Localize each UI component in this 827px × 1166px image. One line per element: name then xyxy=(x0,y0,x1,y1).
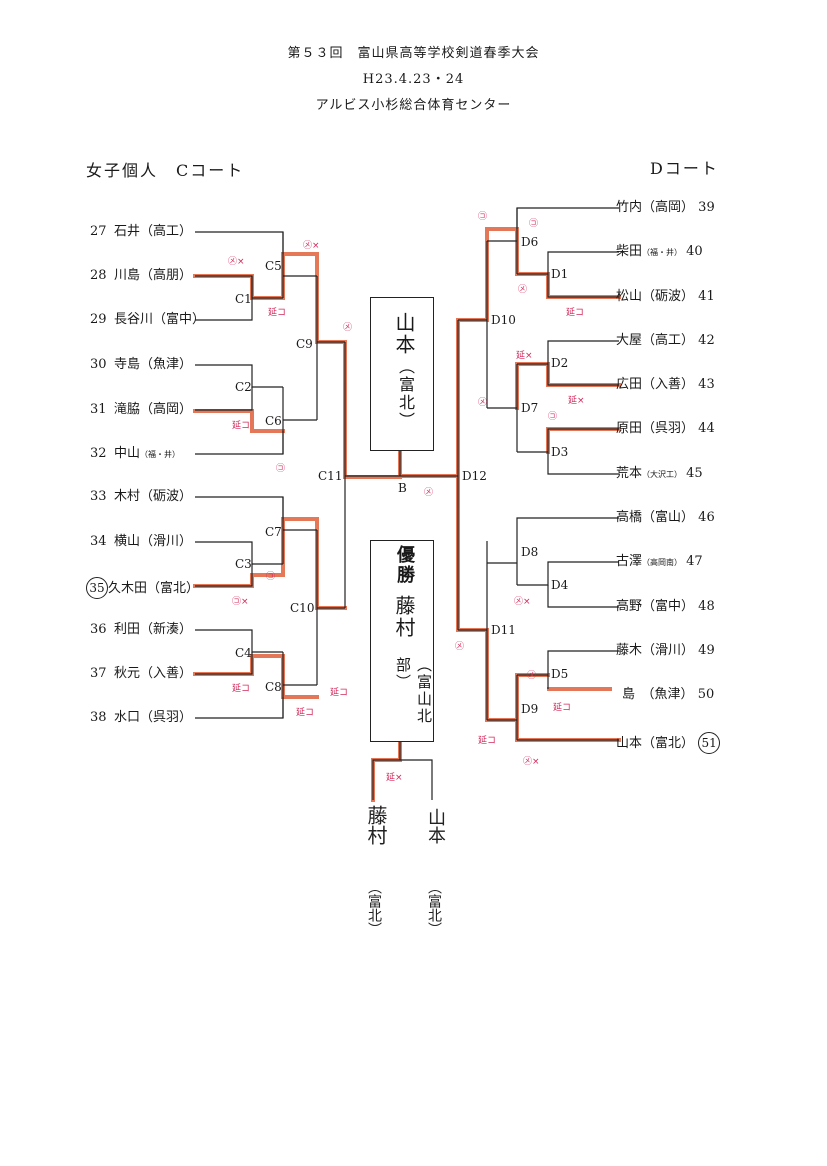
annotation: ㋱ xyxy=(478,398,488,408)
winner-name: 藤村 xyxy=(392,595,416,639)
annotation: ㋱ xyxy=(527,671,537,681)
annotation: 延コ xyxy=(330,688,349,698)
annotation: 延× xyxy=(386,773,403,783)
annotation: ㋙ xyxy=(529,219,539,229)
entry-41: 松山（砺波） 41 xyxy=(616,289,715,304)
bracket-frame xyxy=(195,207,619,800)
final-top-name: 山本 xyxy=(392,312,416,356)
tournament-venue: アルビス小杉総合体育センター xyxy=(315,98,512,113)
match-C2: C2 xyxy=(235,380,252,394)
match-C5: C5 xyxy=(265,259,282,273)
playoff-right-team: （富北） xyxy=(426,880,442,936)
annotation: 延× xyxy=(568,396,585,406)
playoff-left-name: 藤村 xyxy=(364,805,388,845)
match-D6: D6 xyxy=(521,235,539,249)
entry-46: 高橋（富山） 46 xyxy=(616,510,715,525)
match-D10: D10 xyxy=(491,313,516,327)
annotation: 延コ xyxy=(478,736,497,746)
entry-50: 島 （魚津） 50 xyxy=(622,687,715,702)
annotation: ㋱× xyxy=(514,597,531,607)
match-D11: D11 xyxy=(491,623,516,637)
annotation: 延コ xyxy=(232,684,251,694)
final-top-team: （富北） xyxy=(396,358,415,430)
annotation: ㋙ xyxy=(548,412,558,422)
match-C8: C8 xyxy=(265,680,282,694)
annotation: 延× xyxy=(516,351,533,361)
annotation: ㋱ xyxy=(343,323,353,333)
entry-42: 大屋（高工） 42 xyxy=(616,333,715,348)
entry-48: 高野（富中） 48 xyxy=(616,599,715,614)
entry-49: 藤木（滑川） 49 xyxy=(616,643,715,658)
match-C11: C11 xyxy=(318,469,343,483)
winner-team: （富山北部） xyxy=(394,657,433,725)
final-box-top: 山本 （富北） xyxy=(370,297,434,451)
annotation: ㋱× xyxy=(228,257,245,267)
match-D2: D2 xyxy=(551,356,569,370)
annotation: ㋱ xyxy=(518,285,528,295)
annotation: ㋙× xyxy=(232,597,249,607)
entry-47: 古澤（高岡南） 47 xyxy=(616,554,703,569)
playoff-right-name: 山本 xyxy=(425,808,446,844)
annotation: ㋱ xyxy=(424,488,434,498)
tournament-dates: H23.4.23・24 xyxy=(362,72,465,87)
annotation: ㋙ xyxy=(276,464,286,474)
annotation: ㋙ xyxy=(266,572,276,582)
annotation: 延コ xyxy=(268,308,287,318)
match-B: B xyxy=(398,481,407,495)
annotation: 延コ xyxy=(296,708,315,718)
entry-40: 柴田（福・井） 40 xyxy=(616,244,703,259)
match-C7: C7 xyxy=(265,525,282,539)
match-D3: D3 xyxy=(551,445,569,459)
final-box-winner: 優勝 藤村 （富山北部） xyxy=(370,540,434,742)
annotation: 延コ xyxy=(566,308,585,318)
match-D8: D8 xyxy=(521,545,539,559)
match-C4: C4 xyxy=(235,646,252,660)
tournament-title: 第５３回 富山県高等学校剣道春季大会 xyxy=(287,46,540,61)
entry-39: 竹内（高岡） 39 xyxy=(616,200,715,215)
entry-45: 荒本（大沢工） 45 xyxy=(616,466,703,481)
annotation: ㋱× xyxy=(303,241,320,251)
match-C9: C9 xyxy=(296,337,313,351)
entry-51: 山本（富北） 51 xyxy=(616,732,721,754)
playoff-left-team: （富北） xyxy=(366,880,382,936)
annotation: ㋙ xyxy=(478,212,488,222)
annotation: ㋱ xyxy=(455,642,465,652)
entry-43: 広田（入善） 43 xyxy=(616,377,715,392)
entry-35-number-circled: 35 xyxy=(86,577,108,599)
match-D12: D12 xyxy=(462,469,487,483)
entry-51-number-circled: 51 xyxy=(698,732,721,754)
entry-44: 原田（呉羽） 44 xyxy=(616,421,715,436)
right-court-title: Dコート xyxy=(650,159,719,178)
match-D4: D4 xyxy=(551,578,569,592)
left-court-title: 女子個人 Cコート xyxy=(86,161,245,180)
match-D7: D7 xyxy=(521,401,539,415)
annotation: 延コ xyxy=(232,421,251,431)
match-D1: D1 xyxy=(551,267,569,281)
match-C6: C6 xyxy=(265,414,282,428)
annotation: ㋱× xyxy=(523,757,540,767)
match-C1: C1 xyxy=(235,292,252,306)
match-C10: C10 xyxy=(290,601,315,615)
match-C3: C3 xyxy=(235,557,252,571)
match-D9: D9 xyxy=(521,702,539,716)
annotation: 延コ xyxy=(553,703,572,713)
match-D5: D5 xyxy=(551,667,569,681)
winner-label: 優勝 xyxy=(394,545,415,585)
